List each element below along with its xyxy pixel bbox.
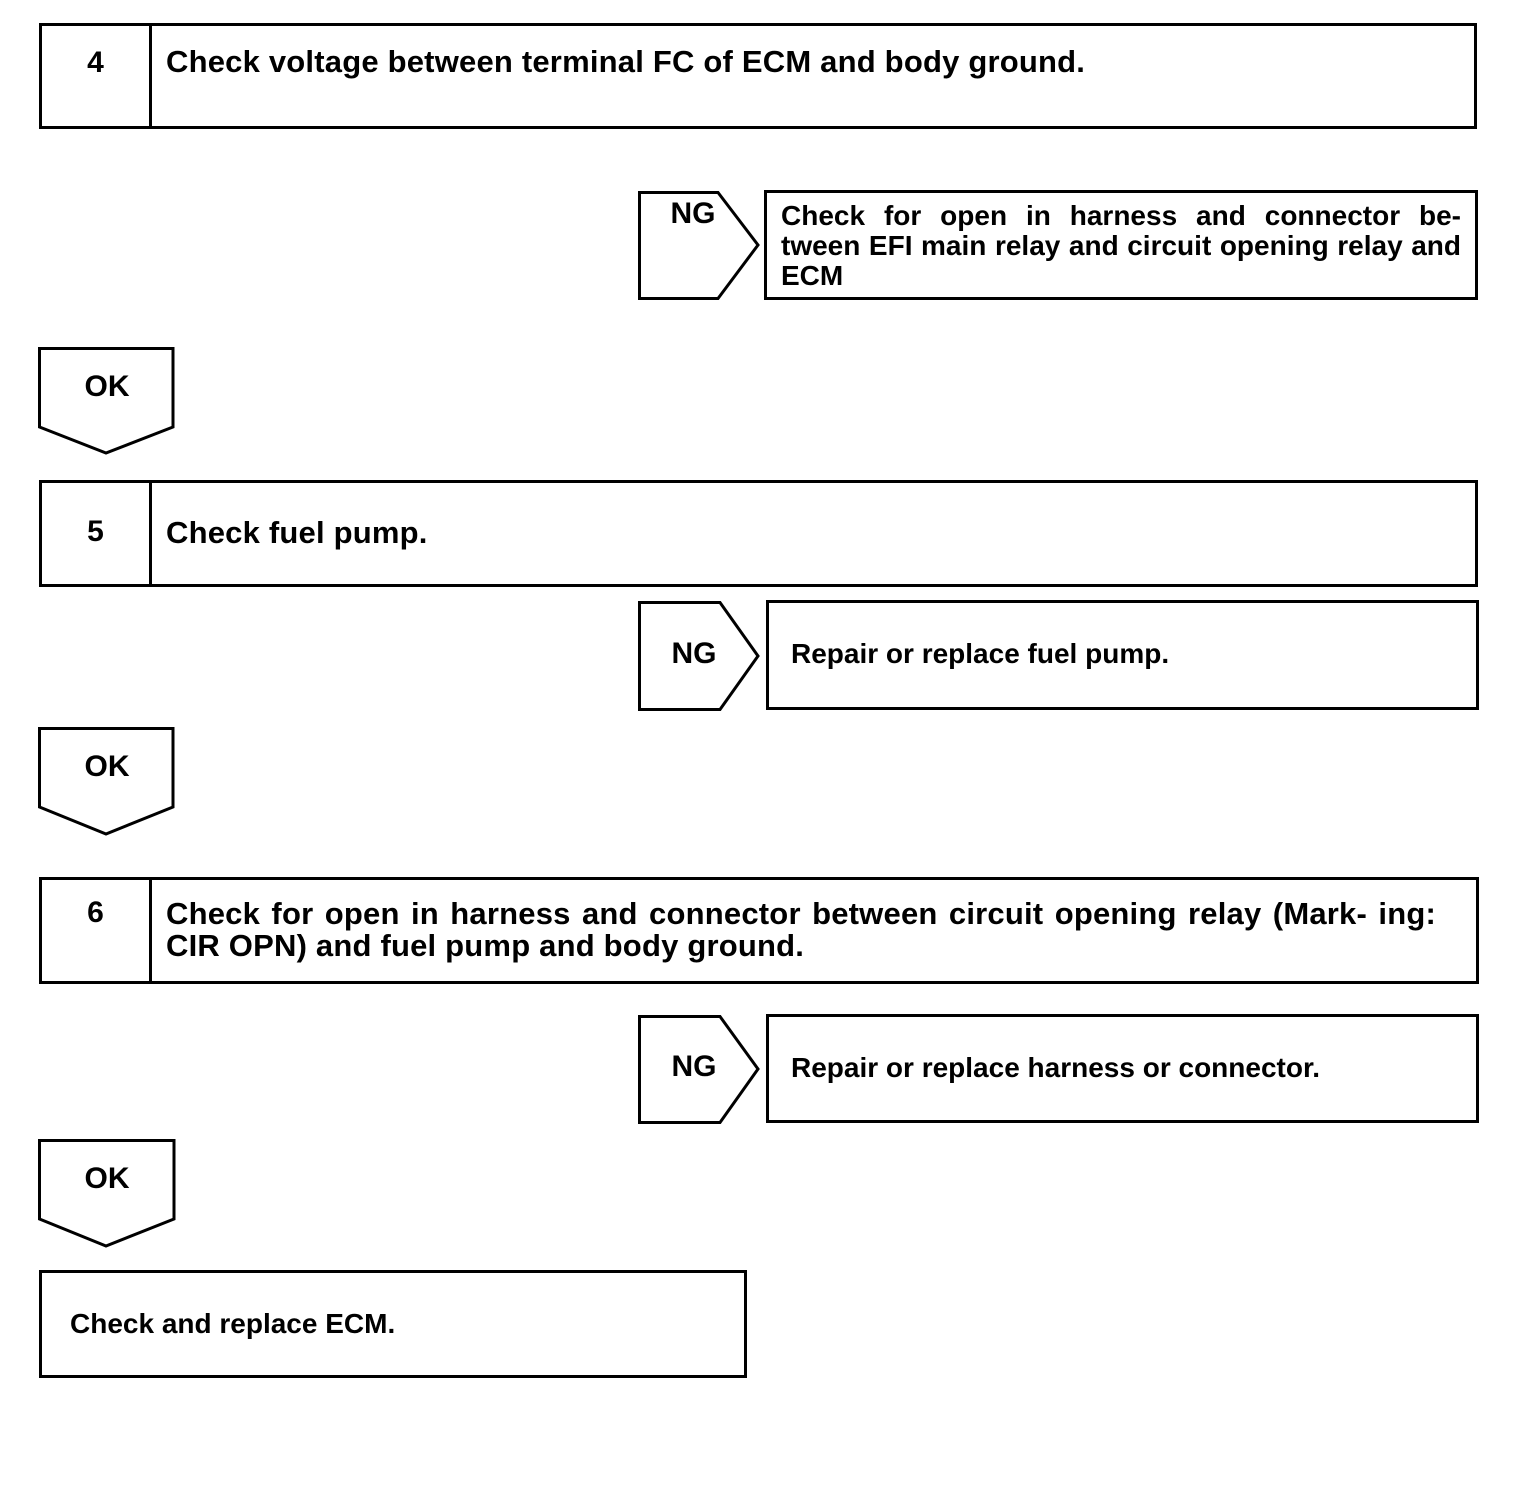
step-number: 5 <box>42 483 152 584</box>
ng-arrow <box>638 601 760 711</box>
ng-label: NG <box>670 197 716 230</box>
step-number: 6 <box>42 880 152 981</box>
ok-label: OK <box>84 750 130 783</box>
ok-arrow <box>38 727 175 836</box>
ng-result-box: Repair or replace harness or connector. <box>766 1014 1479 1123</box>
ng-result-text: Check for open in harness and connector … <box>781 200 1461 291</box>
final-action-box: Check and replace ECM. <box>39 1270 747 1378</box>
ng-result-text: Repair or replace harness or connector. <box>791 1052 1321 1083</box>
ok-arrow <box>38 1139 176 1248</box>
ng-result-box: Repair or replace fuel pump. <box>766 600 1479 710</box>
ng-arrow <box>638 191 760 300</box>
ng-arrow <box>638 1015 760 1124</box>
step-5-box: 5 Check fuel pump. <box>39 480 1478 587</box>
ng-result-text: Repair or replace fuel pump. <box>791 638 1170 669</box>
ng-label: NG <box>671 1050 717 1083</box>
final-action-text: Check and replace ECM. <box>70 1308 396 1339</box>
step-4-box: 4 Check voltage between terminal FC of E… <box>39 23 1477 129</box>
ng-label: NG <box>671 637 717 670</box>
ok-arrow <box>38 347 175 455</box>
step-text: Check voltage between terminal FC of ECM… <box>166 44 1086 79</box>
step-6-box: 6 Check for open in harness and connecto… <box>39 877 1479 984</box>
ok-label: OK <box>84 1162 130 1195</box>
ok-label: OK <box>84 370 130 403</box>
step-number: 4 <box>42 26 152 126</box>
ng-result-box: Check for open in harness and connector … <box>764 190 1478 300</box>
step-text: Check fuel pump. <box>166 515 428 550</box>
step-text: Check for open in harness and connector … <box>166 896 1436 963</box>
